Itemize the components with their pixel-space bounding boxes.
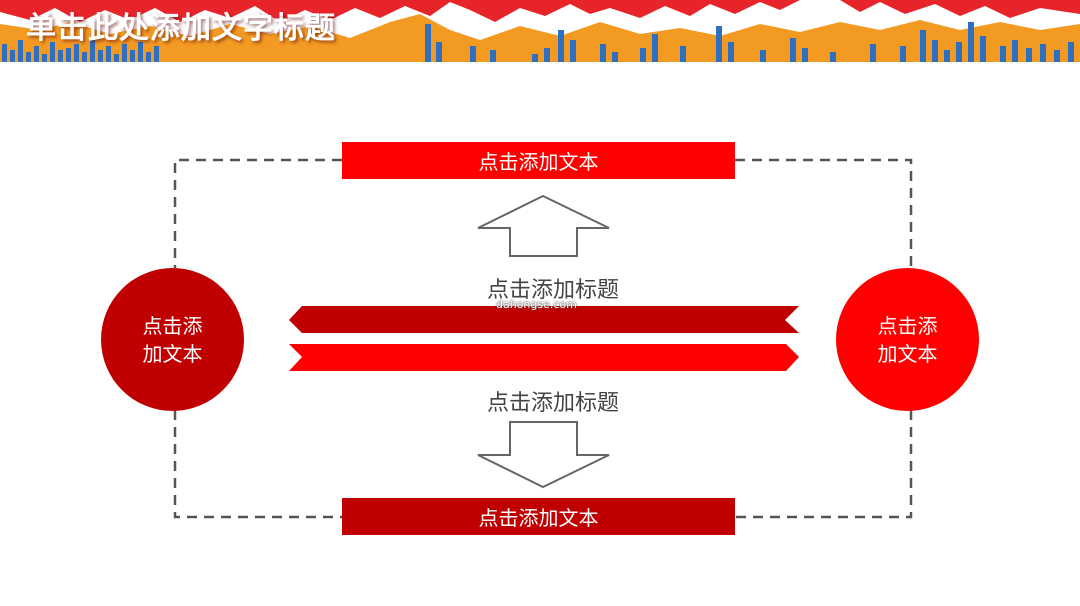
dashed-connector-top-right (735, 158, 913, 268)
bottom-text-box[interactable]: 点击添加文本 (342, 498, 735, 535)
right-circle-line-2: 加文本 (877, 341, 938, 366)
left-ribbon-arrow (289, 306, 799, 333)
down-arrow-icon (477, 421, 610, 489)
top-text-box-label: 点击添加文本 (478, 150, 599, 174)
left-circle-line-1: 点击添 (142, 313, 203, 338)
lower-title-label[interactable]: 点击添加标题 (486, 391, 619, 416)
upper-title-label[interactable]: 点击添加标题 (486, 278, 619, 303)
page-title[interactable]: 单击此处添加文字标题 (26, 11, 336, 46)
left-circle-line-2: 加文本 (142, 341, 203, 366)
watermark-text: dahongse.com (496, 298, 577, 311)
dashed-connector-top-left (173, 158, 342, 268)
top-text-box[interactable]: 点击添加文本 (342, 142, 735, 179)
right-ribbon-arrow (289, 344, 799, 371)
right-circle[interactable]: 点击添 加文本 (836, 268, 979, 411)
dashed-connector-bottom-left (173, 410, 342, 519)
left-circle[interactable]: 点击添 加文本 (101, 268, 244, 411)
dashed-connector-bottom-right (735, 410, 913, 519)
right-circle-line-1: 点击添 (877, 313, 938, 338)
bottom-text-box-label: 点击添加文本 (478, 506, 599, 530)
up-arrow-icon (477, 194, 610, 257)
header-band (0, 0, 1080, 62)
